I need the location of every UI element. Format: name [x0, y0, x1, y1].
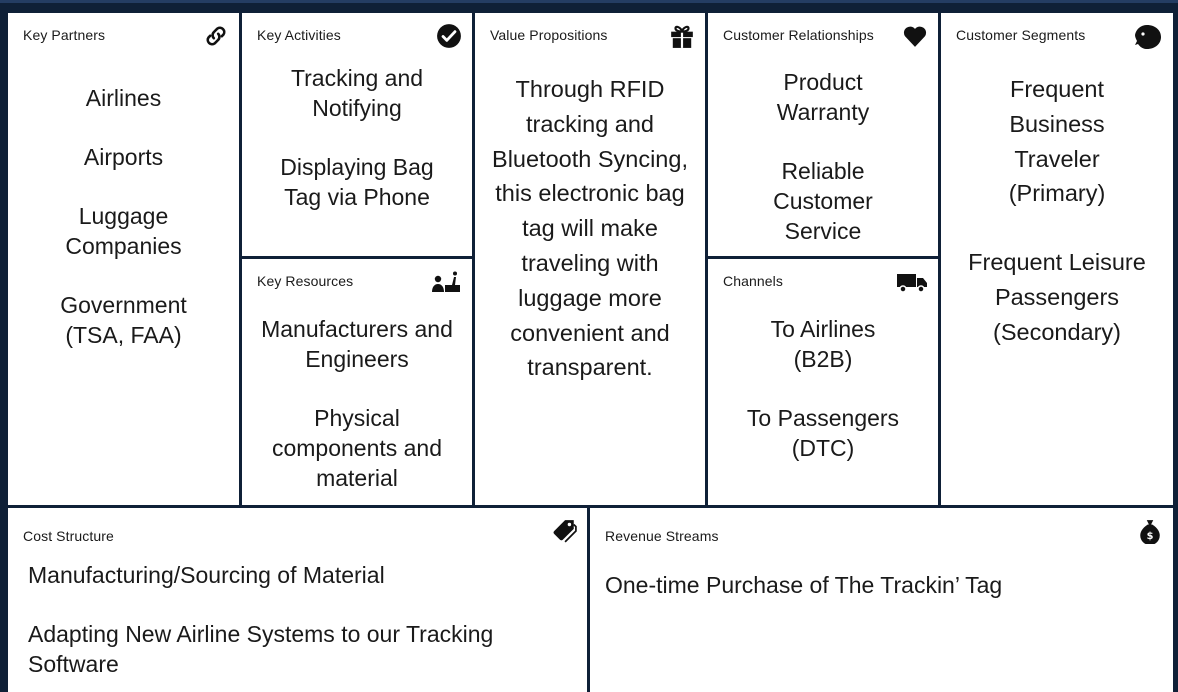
- check-circle-icon: [436, 23, 462, 49]
- value-proposition-text: Through RFID tracking and Bluetooth Sync…: [492, 76, 688, 381]
- channel-item: To Airlines (B2B): [770, 316, 876, 372]
- key-resources-title: Key Resources: [257, 273, 354, 289]
- key-activity-item: Displaying Bag Tag via Phone: [280, 154, 434, 210]
- customer-relationships-title: Customer Relationships: [723, 27, 874, 43]
- key-partner-item: Luggage Companies: [65, 203, 182, 259]
- face-icon: [1133, 23, 1163, 51]
- customer-segment-item: Frequent Leisure Passengers (Secondary): [968, 249, 1146, 345]
- key-resources-content: Manufacturers and Engineers Physical com…: [250, 314, 464, 493]
- channel-item: To Passengers (DTC): [746, 405, 900, 461]
- customer-relationship-item: Product Warranty: [776, 69, 870, 125]
- cost-structure-title: Cost Structure: [23, 528, 114, 544]
- svg-text:$: $: [1147, 531, 1154, 542]
- customer-segments-title: Customer Segments: [956, 27, 1086, 43]
- key-partner-item: Government (TSA, FAA): [60, 292, 187, 348]
- channels-title: Channels: [723, 273, 783, 289]
- key-partners-content: Airlines Airports Luggage Companies Gove…: [16, 83, 231, 350]
- customer-relationships-content: Product Warranty Reliable Customer Servi…: [716, 67, 930, 246]
- key-resource-item: Physical components and material: [271, 405, 443, 491]
- key-activities-title: Key Activities: [257, 27, 341, 43]
- customer-segment-item: Frequent Business Traveler (Primary): [1008, 76, 1106, 207]
- revenue-streams-title: Revenue Streams: [605, 528, 719, 544]
- key-resources-box: Key Resources Manufacturers and Engineer…: [242, 259, 472, 505]
- value-propositions-box: Value Propositions Through RFID tracking…: [475, 13, 705, 505]
- key-activity-item: Tracking and Notifying: [290, 65, 424, 121]
- cost-structure-item: Manufacturing/Sourcing of Material: [28, 562, 385, 588]
- gift-icon: [669, 23, 695, 49]
- truck-icon: [896, 269, 928, 295]
- tag-icon: [551, 518, 577, 544]
- key-partners-box: Key Partners Airlines Airports Luggage C…: [8, 13, 239, 505]
- value-propositions-title: Value Propositions: [490, 27, 608, 43]
- channels-box: Channels To Airlines (B2B) To Passengers…: [708, 259, 938, 505]
- money-bag-icon: $: [1137, 518, 1163, 544]
- cost-structure-item: Adapting New Airline Systems to our Trac…: [28, 621, 494, 677]
- key-partner-item: Airlines: [85, 85, 162, 111]
- heart-icon: [902, 23, 928, 49]
- cost-structure-content: Manufacturing/Sourcing of Material Adapt…: [28, 560, 577, 679]
- key-resource-item: Manufacturers and Engineers: [261, 316, 453, 372]
- link-icon: [203, 23, 229, 49]
- key-activities-content: Tracking and Notifying Displaying Bag Ta…: [250, 63, 464, 212]
- revenue-streams-box: Revenue Streams $ One-time Purchase of T…: [590, 508, 1173, 692]
- key-partners-title: Key Partners: [23, 27, 106, 43]
- channels-content: To Airlines (B2B) To Passengers (DTC): [716, 314, 930, 463]
- customer-relationships-box: Customer Relationships Product Warranty …: [708, 13, 938, 256]
- customer-relationship-item: Reliable Customer Service: [773, 158, 873, 244]
- revenue-stream-item: One-time Purchase of The Trackin’ Tag: [605, 572, 1003, 598]
- customer-segments-box: Customer Segments Frequent Business Trav…: [941, 13, 1173, 505]
- revenue-streams-content: One-time Purchase of The Trackin’ Tag: [605, 570, 1163, 600]
- key-partner-item: Airports: [83, 144, 164, 170]
- customer-segments-content: Frequent Business Traveler (Primary) Fre…: [949, 72, 1165, 350]
- cost-structure-box: Cost Structure Manufacturing/Sourcing of…: [8, 508, 587, 692]
- key-activities-box: Key Activities Tracking and Notifying Di…: [242, 13, 472, 256]
- worker-icon: [430, 269, 462, 295]
